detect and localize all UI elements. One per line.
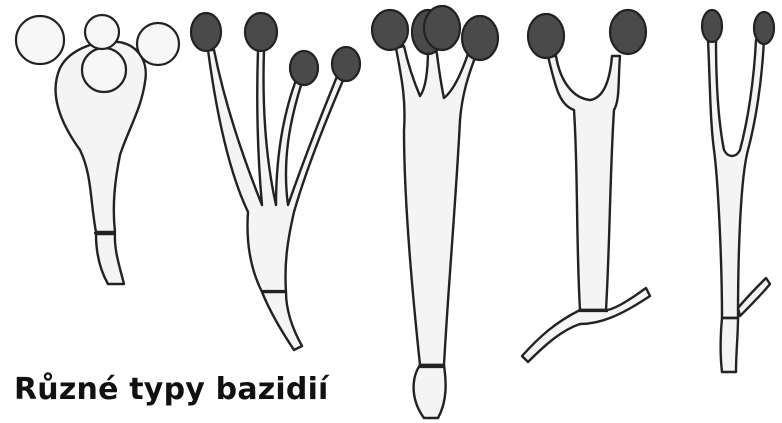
spore — [137, 23, 179, 65]
figure-caption: Různé typy bazidií — [14, 372, 329, 407]
spore — [85, 15, 119, 49]
basidium-elongated — [372, 6, 498, 418]
spore — [290, 51, 318, 85]
spore — [245, 13, 277, 51]
spore — [191, 13, 221, 51]
basidium-two-sterigmata — [522, 10, 650, 362]
spore — [702, 10, 722, 42]
spore — [754, 12, 774, 44]
spore — [82, 48, 126, 92]
spore — [610, 10, 646, 54]
spore — [372, 10, 408, 50]
basidium-tuning-fork — [702, 10, 774, 372]
spore — [332, 47, 360, 81]
spore — [424, 6, 460, 50]
spore — [528, 14, 564, 58]
spore — [462, 16, 498, 60]
spore — [16, 16, 64, 64]
basidium-broad-club — [16, 15, 179, 284]
basidium-four-sterigmata — [191, 13, 360, 350]
